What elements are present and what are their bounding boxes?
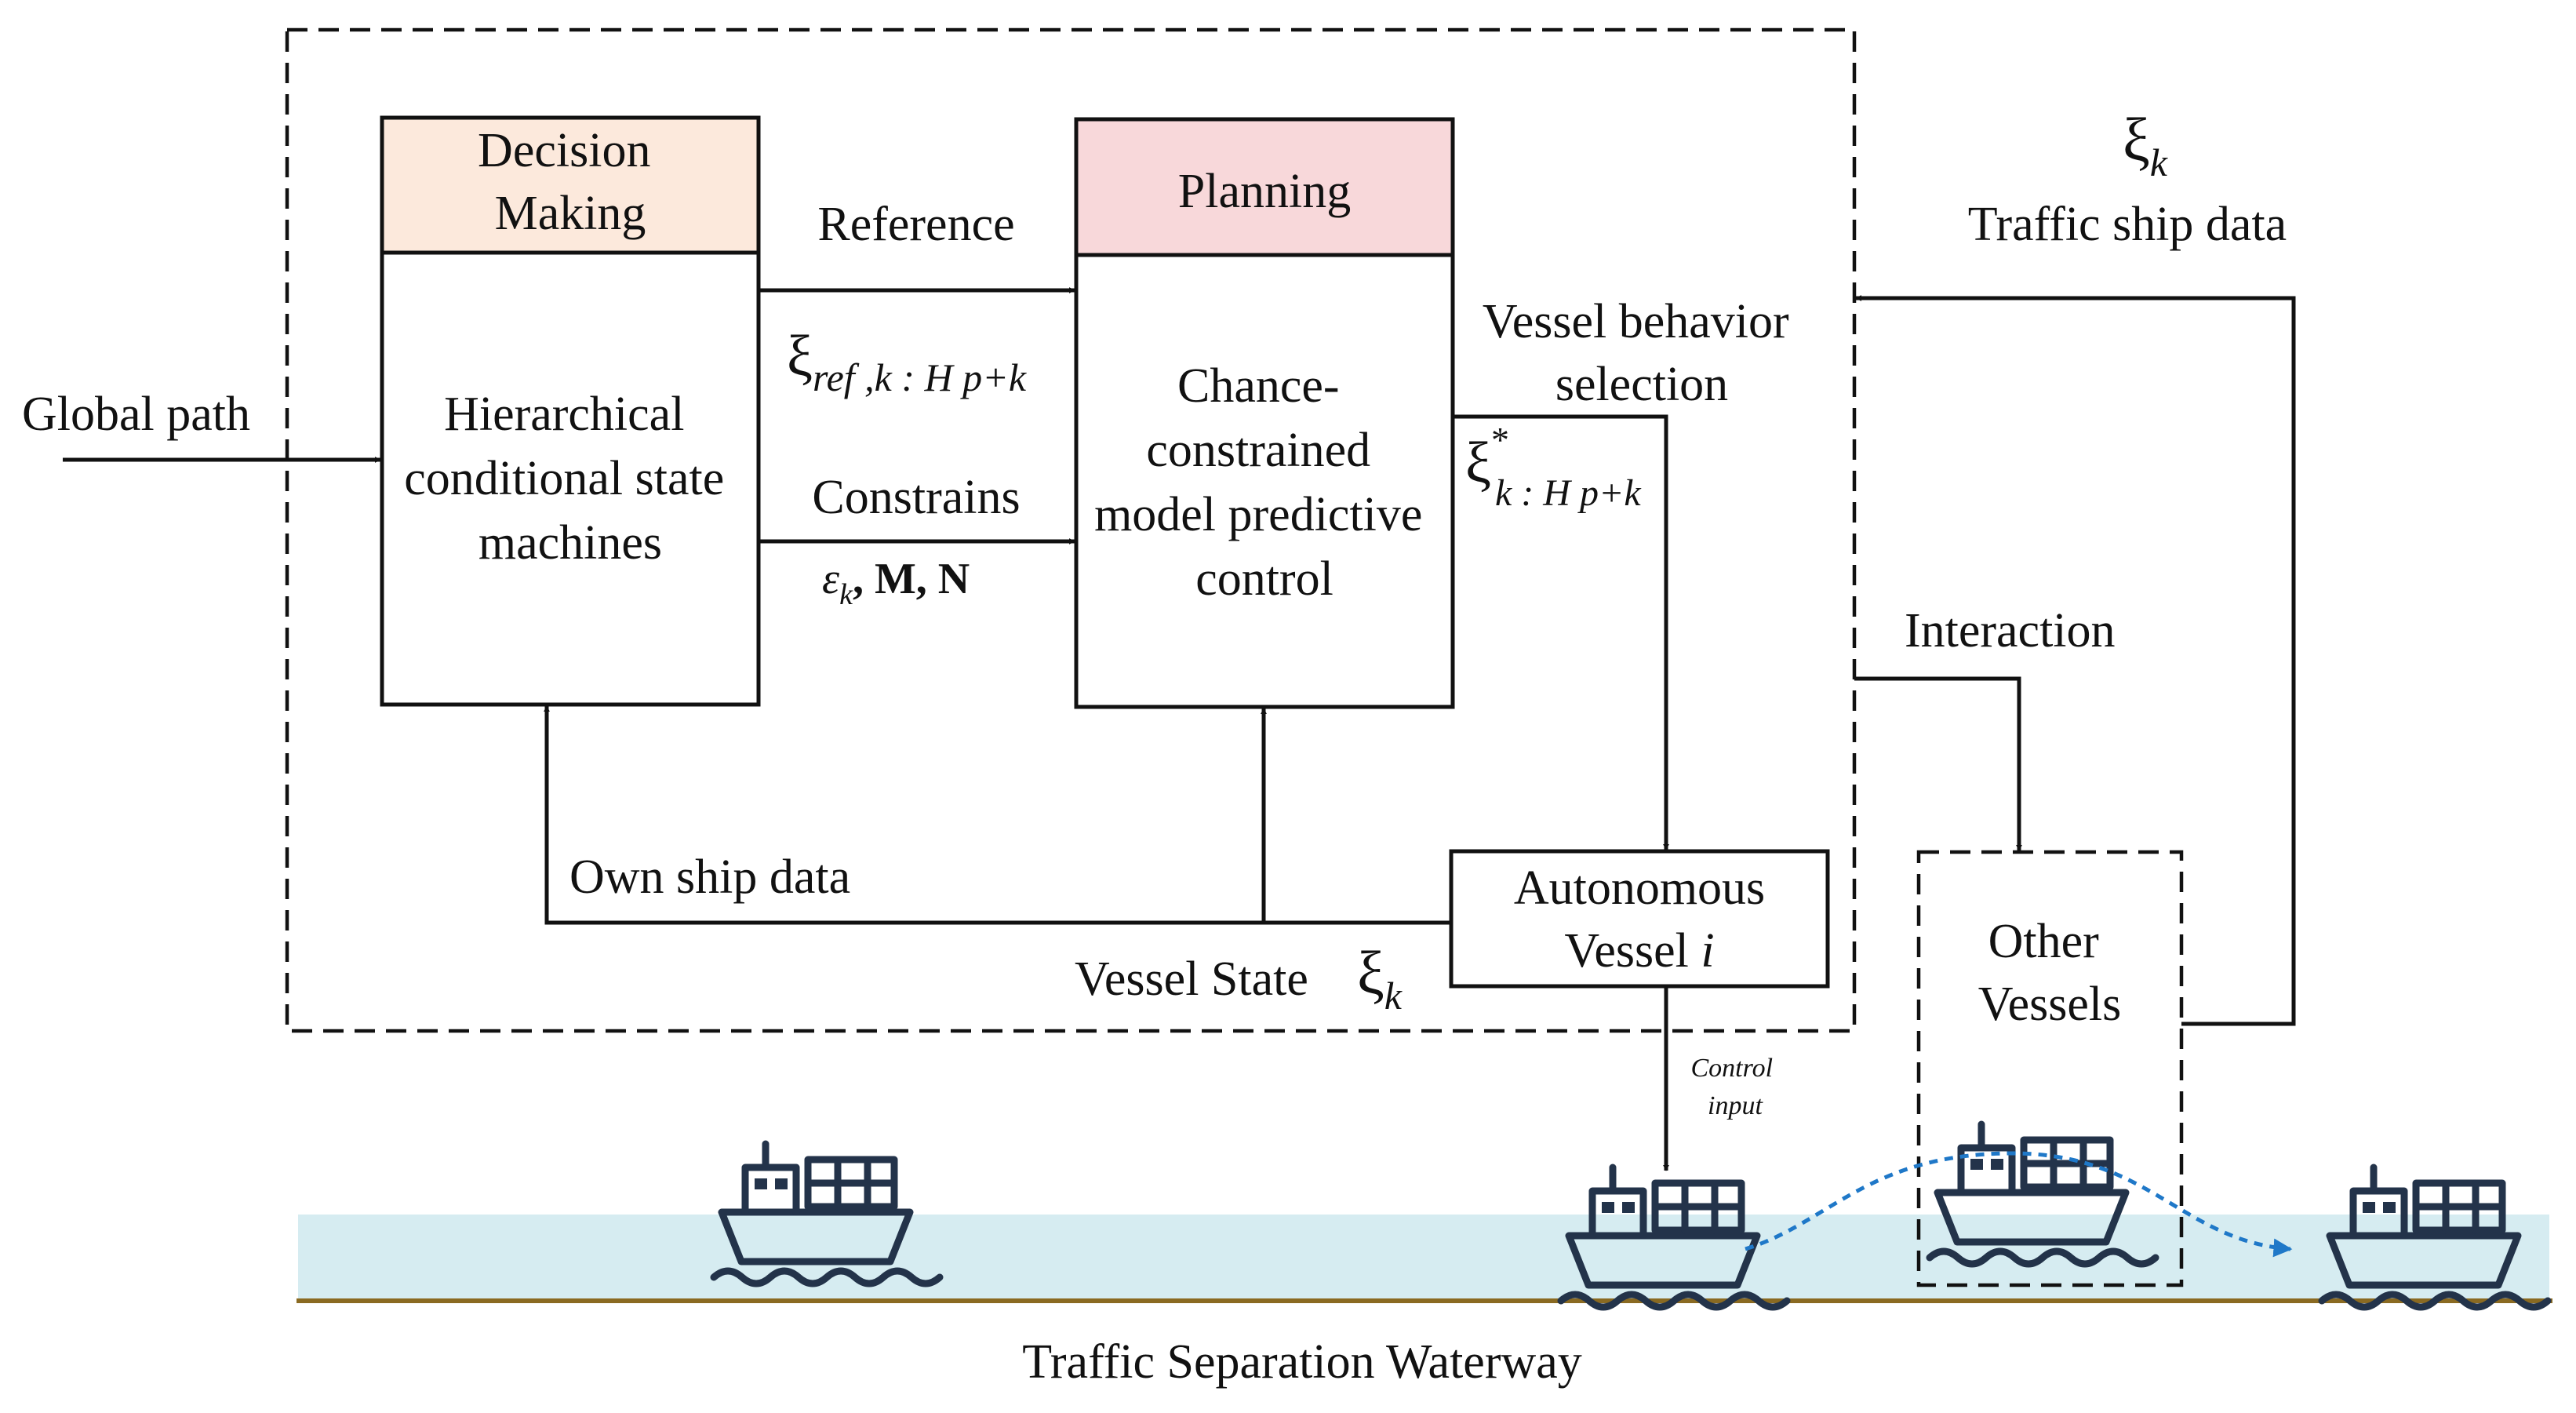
own-ship-data-label: Own ship data <box>569 850 850 904</box>
autonomous-vessel-block <box>1449 849 1830 989</box>
decision-header <box>380 115 761 255</box>
xi-star-label: ξ*k : H p+k <box>1465 420 1642 514</box>
global-path-label: Global path <box>22 388 250 441</box>
traffic-xi: ξk <box>2123 105 2168 184</box>
constrains-label: Constrains <box>812 471 1020 524</box>
autonomous-vessel-line2: Vessel i <box>1564 924 1714 978</box>
planning-header <box>1074 117 1455 257</box>
predicted-trajectory <box>1745 1151 2293 1258</box>
interaction-arrow <box>1854 676 2022 851</box>
planning-header-text: Planning <box>1178 165 1351 218</box>
eps-label: εk, M, N <box>822 555 970 611</box>
vessel-state-label: Vessel State <box>1075 952 1308 1006</box>
waterway-label: Traffic Separation Waterway <box>1022 1335 1582 1389</box>
decision-block <box>380 250 761 707</box>
own-ship-data-arrow <box>544 705 1451 925</box>
traffic-ship-data-arrow <box>1855 295 2296 1026</box>
traffic-ship-data-label: Traffic ship data <box>1968 198 2287 251</box>
planning-block <box>1074 253 1455 709</box>
decision-header-text: Decision Making <box>478 124 663 240</box>
other-vessels-text: Other Vessels <box>1978 915 2122 1031</box>
behavior-selection-arrow <box>1453 414 1669 850</box>
decision-body-text: Hierarchical conditional state machines <box>404 388 737 570</box>
control-input-label: Control input <box>1690 1054 1779 1120</box>
xi-ref-label: ξref ,k : H p+k <box>787 324 1027 399</box>
planning-body-text: Chance- constrained model predictive con… <box>1094 359 1435 606</box>
interaction-label: Interaction <box>1905 604 2116 657</box>
reference-label: Reference <box>817 198 1014 251</box>
other-vessels-box <box>1916 850 2184 1287</box>
vessel-behavior-label: Vessel behavior selection <box>1483 295 1801 411</box>
autonomous-vessel-text: Autonomous <box>1514 861 1765 915</box>
vessel-state-xi: ξk <box>1357 938 1403 1018</box>
